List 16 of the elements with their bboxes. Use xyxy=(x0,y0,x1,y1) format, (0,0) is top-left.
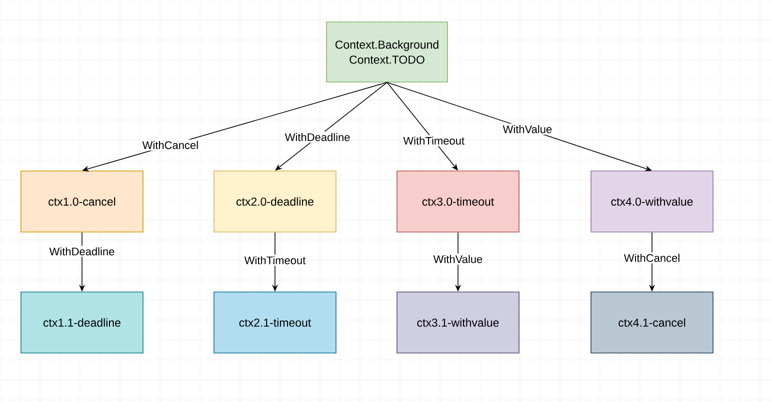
edge-label: WithCancel xyxy=(140,139,200,151)
context-box: ctx1.1-deadline xyxy=(20,292,144,354)
edge-label: WithDeadline xyxy=(48,246,116,257)
context-box: ctx4.0-withvalue xyxy=(590,170,714,232)
context-box: ctx3.0-timeout xyxy=(396,170,520,232)
edge-label: WithTimeout xyxy=(242,254,308,266)
context-box: ctx2.1-timeout xyxy=(214,292,336,354)
context-box: ctx2.0-deadline xyxy=(214,170,336,232)
edge-label: WithValue xyxy=(501,124,554,135)
edge-label: WithTimeout xyxy=(402,135,466,146)
edge-label: WithDeadline xyxy=(283,132,352,143)
context-box: ctx4.1-cancel xyxy=(590,292,714,354)
context-box: ctx1.0-cancel xyxy=(20,170,144,232)
context-box: ctx3.1-withvalue xyxy=(396,292,520,354)
edge-label: WithValue xyxy=(432,254,484,265)
context-box: Context.Background Context.TODO xyxy=(326,22,448,82)
